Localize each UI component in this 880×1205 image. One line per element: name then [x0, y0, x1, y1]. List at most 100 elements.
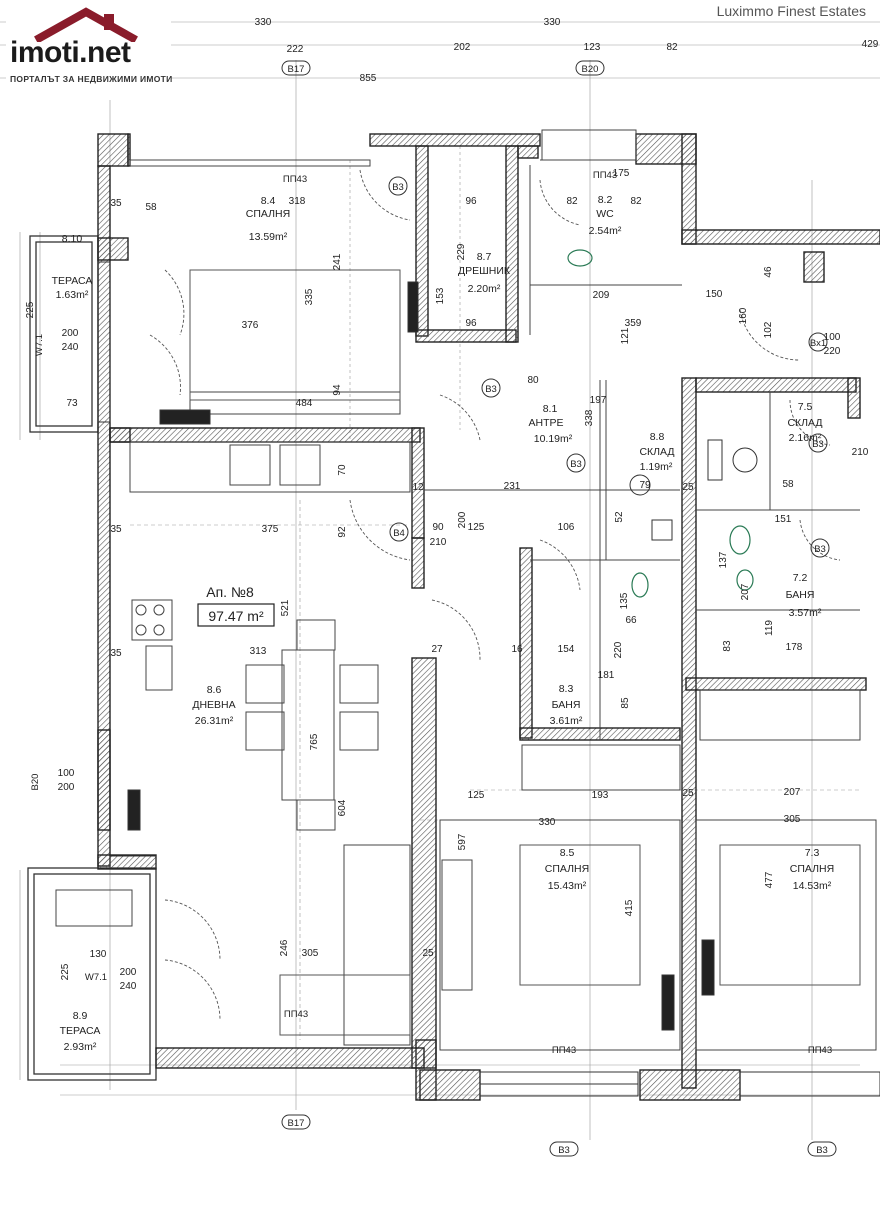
dim-25c: 25 [422, 948, 434, 959]
tag-b20-top-frame [575, 60, 605, 76]
dim-137: 137 [718, 551, 729, 568]
dim-52: 52 [614, 511, 625, 523]
dim-35b: 35 [110, 524, 122, 535]
tag-b3-e: B3 [812, 439, 824, 450]
room-7-5-id: 7.5 [798, 401, 813, 413]
room-8-8-area: 1.19m² [640, 461, 673, 473]
room-8-10-id: 8.10 [62, 233, 83, 245]
tag-b17-bottom: B17 [288, 1118, 305, 1129]
dim-335: 335 [304, 288, 315, 305]
beds [189, 269, 861, 1036]
dim-12: 12 [412, 482, 424, 493]
tag-bx1-frame [808, 332, 828, 352]
dim-top-855: 855 [360, 73, 377, 84]
tag-b3-bottom-a-frame [549, 1141, 579, 1157]
dim-58: 58 [145, 202, 157, 213]
dim-top-222: 222 [287, 44, 304, 55]
dim-70: 70 [337, 464, 348, 476]
room-8-3-name: БАНЯ [552, 699, 581, 711]
room-8-7-id: 8.7 [477, 251, 492, 263]
room-8-4-area: 13.59m² [249, 231, 288, 243]
dim-top-82: 82 [666, 42, 678, 53]
tag-b3-b: B3 [485, 384, 497, 395]
dim-338: 338 [584, 409, 595, 426]
dim-359: 359 [625, 318, 642, 329]
dim-top-330a: 330 [255, 17, 272, 28]
tag-pp43-d: ПП43 [552, 1045, 576, 1056]
tag-b20-top: B20 [582, 64, 599, 75]
dim-376: 376 [242, 320, 259, 331]
dim-80: 80 [527, 375, 539, 386]
room-8-6-name: ДНЕВНА [192, 699, 235, 711]
room-8-2-area: 2.54m² [589, 225, 622, 237]
dim-415: 415 [624, 899, 635, 916]
room-7-3-name: СПАЛНЯ [790, 863, 834, 875]
room-8-6-id: 8.6 [207, 684, 222, 696]
dim-229: 229 [456, 243, 467, 260]
dim-85: 85 [620, 697, 631, 709]
watermark-text: Luximmo Finest Estates [716, 3, 866, 19]
tag-b3-d-frame [810, 538, 830, 558]
house-roof-icon [34, 7, 138, 42]
dim-96b: 96 [465, 318, 477, 329]
dim-top-429: 429 [862, 39, 879, 50]
door-swings [149, 169, 841, 1021]
room-8-8-name: СКЛАД [639, 446, 674, 458]
dim-200-240a: 200 [62, 328, 79, 339]
dim-top-202: 202 [454, 42, 471, 53]
tag-b20-left: B20 [30, 774, 41, 791]
dim-240b: 240 [120, 981, 137, 992]
dim-220: 220 [613, 641, 624, 658]
room-8-1-area: 10.19m² [534, 433, 573, 445]
dim-241: 241 [332, 253, 343, 270]
dim-318: 318 [289, 196, 306, 207]
dim-521: 521 [280, 599, 291, 616]
tag-w71-a: W7.1 [34, 334, 45, 356]
room-8-2-name: WC [596, 208, 614, 220]
dimension-labels: 168 330 330 429 226 222 202 123 82 855 3… [25, 16, 879, 992]
walls [97, 133, 880, 1101]
dim-83: 83 [722, 640, 733, 652]
room-7-2-area: 3.57m² [789, 607, 822, 619]
dim-207b: 207 [740, 583, 751, 600]
room-8-8-id: 8.8 [650, 431, 665, 443]
dim-200: 200 [457, 511, 468, 528]
tag-b3-bottom-b: B3 [816, 1145, 828, 1156]
tag-pp43-b: ПП43 [593, 170, 617, 181]
dim-top-123: 123 [584, 42, 601, 53]
dim-25b: 25 [682, 788, 694, 799]
dim-119: 119 [764, 620, 775, 636]
dim-181: 181 [598, 670, 615, 681]
dim-175: 175 [613, 168, 630, 179]
room-8-3-area: 3.61m² [550, 715, 583, 727]
room-7-3-area: 14.53m² [793, 880, 832, 892]
dim-46: 46 [763, 266, 774, 278]
tag-w71-b: W7.1 [85, 972, 107, 983]
dim-121: 121 [620, 327, 631, 344]
dim-225a: 225 [25, 301, 36, 318]
room-7-2-name: БАНЯ [786, 589, 815, 601]
dim-200-240b: 200 [120, 967, 137, 978]
dim-210a: 210 [430, 537, 447, 548]
dim-305b: 305 [784, 814, 801, 825]
tag-pp43-a: ПП43 [283, 174, 307, 185]
dim-25a: 25 [682, 482, 694, 493]
tag-b3-a-frame [388, 176, 408, 196]
room-8-10-name: ТЕРАСА [52, 275, 93, 287]
tag-b3-bottom-b-frame [807, 1141, 837, 1157]
tag-b3-c: B3 [570, 459, 582, 470]
room-8-5-area: 15.43m² [548, 880, 587, 892]
dim-207a: 207 [784, 787, 801, 798]
apartment-area: 97.47 m² [208, 608, 264, 624]
tag-b3-b-frame [481, 378, 501, 398]
grid-tags: B17 B20 B17 B3 B3 B3 B3 B3 B4 B3 B3 Bx1 … [30, 60, 837, 1157]
fixtures [567, 249, 754, 598]
tag-b3-d: B3 [814, 544, 826, 555]
dim-231: 231 [504, 481, 521, 492]
dim-477: 477 [764, 871, 775, 888]
tag-b3-bottom-a: B3 [558, 1145, 570, 1156]
apartment-label: Ап. №8 [206, 584, 254, 600]
dim-330c: 330 [539, 817, 556, 828]
room-8-9-name: ТЕРАСА [60, 1025, 101, 1037]
dim-154: 154 [558, 644, 575, 655]
